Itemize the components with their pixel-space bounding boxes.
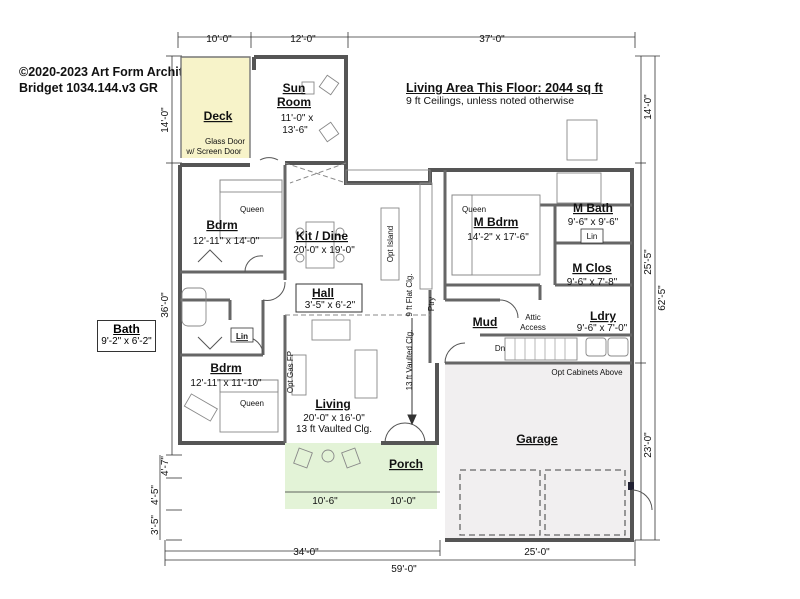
- living-area-block: Living Area This Floor: 2044 sq ft 9 ft …: [406, 81, 603, 107]
- bath-label-box: Bath 9'-2" x 6'-2": [97, 320, 156, 352]
- glass-door-label: Glass Door: [205, 137, 245, 146]
- dim-porch-10-6: 10'-6": [312, 496, 338, 507]
- dim-right-62-5: 62'-5": [657, 285, 668, 311]
- hall-label: Hall: [312, 286, 334, 300]
- m-bdrm-dim: 14'-2" x 17'-6": [467, 232, 529, 243]
- garage-fill: [445, 363, 631, 541]
- dim-left-4-5: 4'-5": [150, 485, 161, 505]
- screen-door-label: w/ Screen Door: [185, 147, 241, 156]
- pantry-label: Ptry: [427, 297, 436, 311]
- bath-label: Bath: [113, 322, 140, 336]
- vaulted-clg-label: 13 ft Vaulted Clg.: [405, 330, 414, 391]
- dim-top-10: 10'-0": [206, 34, 232, 45]
- dim-right-25-5: 25'-5": [643, 249, 654, 275]
- dim-left-14: 14'-0": [160, 107, 171, 133]
- dim-left-4-7: 4'-7": [160, 456, 171, 476]
- m-bath-label: M Bath: [573, 201, 613, 215]
- dim-left-3-5: 3'-5": [150, 515, 161, 535]
- attic-label-1: Attic: [525, 313, 541, 322]
- dim-bot-25: 25'-0": [524, 547, 550, 558]
- sun-room-dim-2: 13'-6": [282, 125, 308, 136]
- dim-top-37: 37'-0": [479, 34, 505, 45]
- kit-dine-label: Kit / Dine: [296, 229, 348, 243]
- dimension-lines: [159, 32, 660, 566]
- bdrm1-dim: 12'-11" x 14'-0": [193, 236, 260, 247]
- vaulted-arrow: [407, 318, 417, 426]
- opt-cabinets-label: Opt Cabinets Above: [551, 368, 623, 377]
- m-clos-dim: 9'-6" x 7'-8": [567, 277, 618, 288]
- opt-island-label: Opt Island: [386, 226, 395, 262]
- bdrm2-label: Bdrm: [210, 361, 241, 375]
- m-bath-dim: 9'-6" x 9'-6": [568, 217, 619, 228]
- hall-label-box: [295, 283, 363, 313]
- m-bdrm-label: M Bdrm: [474, 215, 519, 229]
- bdrm1-bed-label: Queen: [240, 205, 264, 214]
- dim-right-14: 14'-0": [643, 94, 654, 120]
- m-clos-label: M Clos: [572, 261, 612, 275]
- sun-room-label-2: Room: [277, 95, 311, 109]
- sun-room-label-1: Sun: [283, 81, 306, 95]
- ldry-label: Ldry: [590, 309, 616, 323]
- sun-room-dim-1: 11'-0" x: [281, 113, 314, 124]
- dn-label: Dn: [495, 344, 505, 353]
- plan-id-text: Bridget 1034.144.v3 GR: [19, 81, 158, 95]
- living-label: Living: [315, 397, 350, 411]
- dim-left-36: 36'-0": [160, 292, 171, 318]
- dim-right-23: 23'-0": [643, 432, 654, 458]
- attic-label-2: Access: [520, 323, 546, 332]
- porch-step-fill: [370, 478, 437, 509]
- dim-bot-59: 59'-0": [391, 564, 417, 575]
- lin2-label: Lin: [587, 232, 598, 241]
- interior-walls: [180, 165, 632, 443]
- ceiling-note: 9 ft Ceilings, unless noted otherwise: [406, 95, 575, 107]
- living-dim: 20'-0" x 16'-0": [303, 413, 365, 424]
- bath-dim: 9'-2" x 6'-2": [101, 336, 152, 347]
- deck-fill: [181, 57, 250, 158]
- ldry-dim: 9'-6" x 7'-0": [577, 323, 628, 334]
- deck-rails: [180, 56, 251, 158]
- living-area-title: Living Area This Floor: 2044 sq ft: [406, 81, 603, 95]
- lin2-box: [580, 228, 604, 244]
- dim-top-12: 12'-0": [290, 34, 316, 45]
- lin1-box: [230, 327, 254, 343]
- bdrm2-dim: 12'-11" x 11'-10": [190, 378, 262, 389]
- mud-label: Mud: [473, 315, 498, 329]
- garage-label: Garage: [516, 432, 558, 446]
- flat-clg-label: 9 ft Flat Clg.: [405, 273, 414, 316]
- ceiling-dash-lines: [284, 162, 430, 316]
- living-note: 13 ft Vaulted Clg.: [296, 424, 372, 435]
- stair-treads: [514, 338, 566, 360]
- kit-dine-dim: 20'-0" x 19'-0": [293, 245, 355, 256]
- garage-doors: [459, 469, 626, 536]
- bdrm2-bed-label: Queen: [240, 399, 264, 408]
- porch-label: Porch: [389, 457, 423, 471]
- bdrm1-label: Bdrm: [206, 218, 237, 232]
- dim-porch-10-0: 10'-0": [390, 496, 416, 507]
- dim-bot-34: 34'-0": [293, 547, 319, 558]
- deck-label: Deck: [204, 109, 233, 123]
- garage-column: [628, 482, 634, 490]
- m-bdrm-bed-label: Queen: [462, 205, 486, 214]
- gas-fp-label: Opt Gas FP: [286, 351, 295, 393]
- lin1-label: Lin: [236, 332, 248, 341]
- hall-dim: 3'-5" x 6'-2": [305, 300, 356, 311]
- door-swings: [197, 157, 653, 511]
- fixtures: [181, 74, 629, 469]
